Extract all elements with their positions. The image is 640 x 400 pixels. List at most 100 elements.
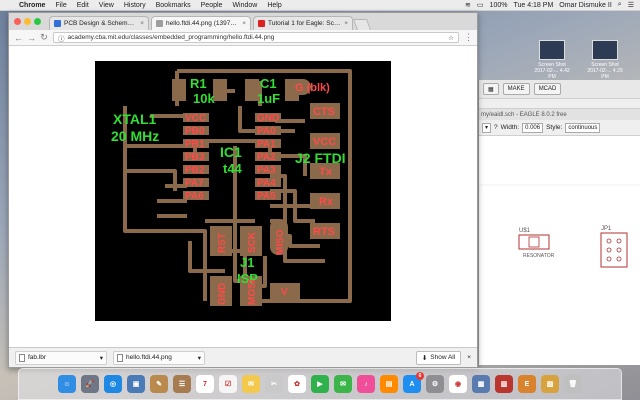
download-arrow-icon: ⬇ <box>421 354 428 362</box>
tab-strip: PCB Design & Schematic Soft × hello.ftdi… <box>9 13 477 30</box>
dock-messages-icon[interactable]: ✉ <box>334 375 352 393</box>
menu-app-chrome[interactable]: Chrome <box>19 1 46 9</box>
menu-window[interactable]: Window <box>232 1 258 9</box>
dock-photos-viewer-icon[interactable]: ▣ <box>127 375 145 393</box>
ftdi-pin-label: CTS <box>313 106 335 118</box>
dock-calendar-icon[interactable]: 7 <box>196 375 214 393</box>
dock-archive-icon[interactable]: ▨ <box>541 375 559 393</box>
download-name: hello.ftdi.44.png <box>126 354 172 361</box>
menu-dots-icon[interactable]: ⋮ <box>464 32 473 42</box>
width-input[interactable]: 0.006 <box>522 122 544 133</box>
menubar-clock[interactable]: Tue 4:18 PM <box>513 1 554 9</box>
dock-eagle-icon[interactable]: E <box>518 375 536 393</box>
isp-pin-label: SCK <box>247 231 258 253</box>
close-tab-icon[interactable]: × <box>344 20 348 27</box>
dock-finder-icon[interactable]: ☺ <box>58 375 76 393</box>
menubar-user[interactable]: Omar Dismuke II <box>559 1 612 9</box>
new-tab-button[interactable] <box>352 19 372 30</box>
close-tab-icon[interactable]: × <box>140 20 144 27</box>
menu-edit[interactable]: Edit <box>76 1 89 9</box>
right-pin-label: PA1 <box>257 139 276 150</box>
menu-help[interactable]: Help <box>267 1 282 9</box>
xtal-value: 20 MHz <box>111 128 159 144</box>
isp-pin-label: GND <box>217 283 228 305</box>
dock-chrome-icon[interactable]: ◉ <box>449 375 467 393</box>
chevron-down-icon[interactable]: ▾ <box>197 354 201 362</box>
tab-pcb-design[interactable]: PCB Design & Schematic Soft × <box>49 16 149 30</box>
close-downloads-icon[interactable]: × <box>467 354 471 361</box>
menu-bar: Chrome File Edit View History Bookmarks … <box>0 0 640 11</box>
desktop-file-screenshot-1[interactable]: Screen Shot 2017-02-... 4.42 PM <box>533 40 571 82</box>
dock-launchpad-icon[interactable]: 🚀 <box>81 375 99 393</box>
mcad-label: MCAD <box>538 86 557 92</box>
menu-file[interactable]: File <box>55 1 67 9</box>
zoom-window-icon[interactable] <box>34 18 41 25</box>
dock-preview-docs-icon[interactable]: ▦ <box>472 375 490 393</box>
menu-history[interactable]: History <box>123 1 146 9</box>
eagle-title: my/eaidl.sch - EAGLE 8.0.2 free <box>479 108 640 120</box>
search-icon[interactable]: ⌕ <box>617 1 622 8</box>
tab-eagle-tutorial[interactable]: Tutorial 1 for Eagle: Schemati × <box>253 16 353 30</box>
dock-stickies-icon[interactable]: ✉ <box>242 375 260 393</box>
download-item-fab-lbr[interactable]: fab.lbr ▾ <box>15 350 107 365</box>
dock-music-icon[interactable]: ♪ <box>357 375 375 393</box>
dock-preview-icon[interactable]: ✂ <box>265 375 283 393</box>
dock-notes-icon[interactable]: ✎ <box>150 375 168 393</box>
dock-facetime-icon[interactable]: ▶ <box>311 375 329 393</box>
tab-title: Tutorial 1 for Eagle: Schemati <box>268 20 342 27</box>
eagle-schematic-canvas[interactable]: U$1 RESONATOR JP1 <box>479 155 640 365</box>
reload-icon[interactable]: ↻ <box>40 32 48 42</box>
style-select[interactable]: continuous <box>565 122 601 133</box>
window-controls <box>14 18 41 25</box>
menu-bookmarks[interactable]: Bookmarks <box>155 1 191 9</box>
right-pin-label: PA0 <box>257 126 276 137</box>
close-window-icon[interactable] <box>14 18 21 25</box>
page-info-icon[interactable]: ⓘ <box>58 35 65 43</box>
forward-icon[interactable]: → <box>27 32 36 43</box>
url-text: academy.cba.mit.edu/classes/embedded_pro… <box>67 34 275 41</box>
menu-people[interactable]: People <box>200 1 223 9</box>
wifi-icon[interactable]: ≋ <box>465 2 471 9</box>
make-button[interactable]: MAKE <box>502 83 530 95</box>
chevron-down-icon[interactable]: ▾ <box>99 354 103 362</box>
show-all-button[interactable]: ⬇ Show All <box>415 350 462 365</box>
list-icon[interactable]: ☰ <box>627 2 634 9</box>
ic-value: t44 <box>223 161 243 176</box>
minimize-window-icon[interactable] <box>24 18 31 25</box>
battery-icon[interactable]: ▭ <box>476 2 484 9</box>
ic-designator: IC1 <box>220 144 242 160</box>
dock-library-icon[interactable]: ▥ <box>495 375 513 393</box>
right-pin-label: PA2 <box>257 152 276 163</box>
dock-reminders-icon[interactable]: ☑ <box>219 375 237 393</box>
dock-safari-icon[interactable]: ◎ <box>104 375 122 393</box>
dock-photos-icon[interactable]: ✿ <box>288 375 306 393</box>
close-tab-icon[interactable]: × <box>242 20 246 27</box>
pcb-image: R1 10k C1 1uF G (blk) XTAL1 20 MHz IC1 t… <box>95 61 391 321</box>
eagle-command-line[interactable] <box>479 98 640 108</box>
isp-pin-label: MISO <box>275 229 286 255</box>
file-thumbnail <box>539 40 565 60</box>
dock-books-icon[interactable]: ▤ <box>380 375 398 393</box>
ulp-button[interactable]: ▦ <box>483 83 499 95</box>
menu-view[interactable]: View <box>98 1 114 9</box>
dock-contacts-icon[interactable]: ☰ <box>173 375 191 393</box>
bookmark-star-icon[interactable]: ☆ <box>448 34 454 42</box>
file-icon <box>19 353 25 362</box>
address-bar[interactable]: ⓘ academy.cba.mit.edu/classes/embedded_p… <box>53 32 459 43</box>
help-icon[interactable]: ? <box>494 124 498 131</box>
tab-hello-ftdi[interactable]: hello.ftdi.44.png (1397×1300) × <box>151 16 251 30</box>
ftdi-pin-label: Tx <box>319 166 333 178</box>
dock-trash-icon[interactable]: 🗑 <box>564 375 582 393</box>
part-u-label: U$1 <box>519 228 531 234</box>
r1-pad-right <box>213 79 227 101</box>
download-item-hello-ftdi[interactable]: hello.ftdi.44.png ▾ <box>113 350 205 365</box>
back-icon[interactable]: ← <box>14 32 23 43</box>
browser-toolbar: ← → ↻ ⓘ academy.cba.mit.edu/classes/embe… <box>9 30 477 46</box>
desktop-file-screenshot-2[interactable]: Screen Shot 2017-02-... 4.29 PM <box>586 40 624 82</box>
favicon-icon <box>54 20 61 27</box>
dock-settings-icon[interactable]: ⚙ <box>426 375 444 393</box>
layer-select[interactable]: ▾ <box>482 122 492 133</box>
mcad-button[interactable]: MCAD <box>533 83 562 95</box>
